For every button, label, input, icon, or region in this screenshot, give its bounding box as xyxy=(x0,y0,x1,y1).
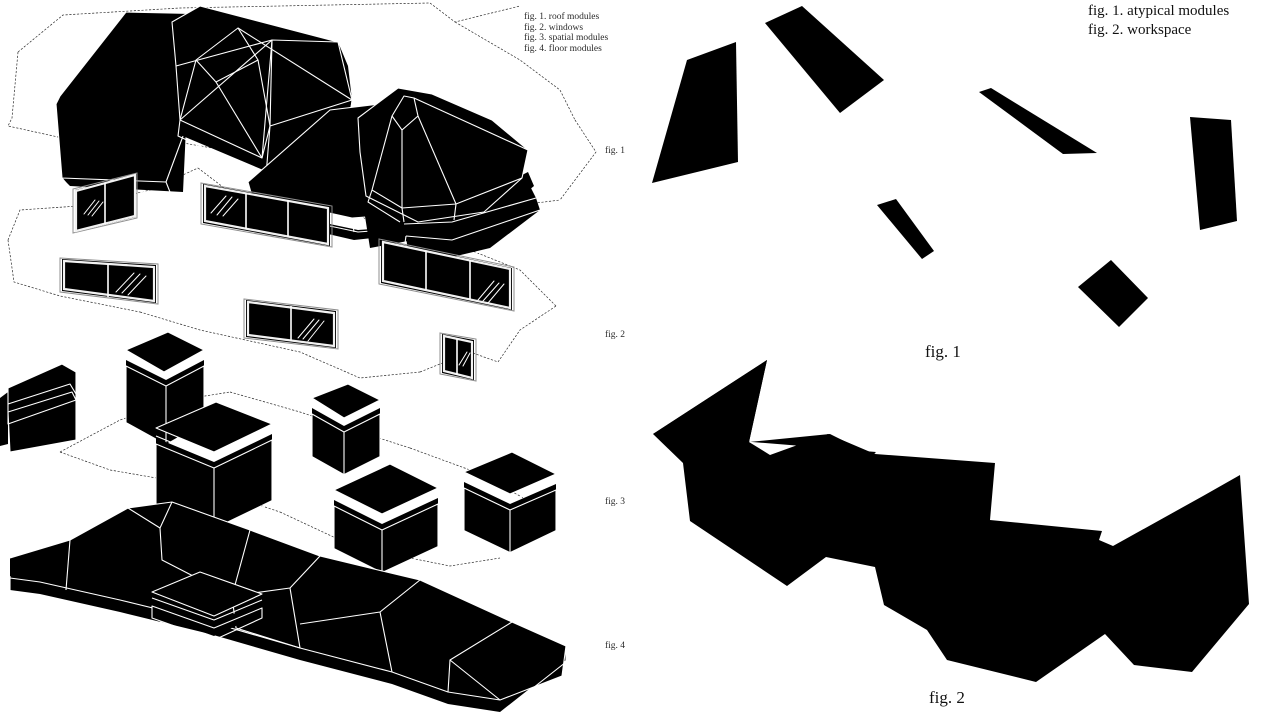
spatial-module-6 xyxy=(463,451,557,555)
glass-glint xyxy=(210,195,239,217)
glass-glint xyxy=(458,351,471,367)
spatial-module-5 xyxy=(333,463,439,575)
fig-tag-windows: fig. 2 xyxy=(605,330,626,340)
fig-tag-roof-modules: fig. 1 xyxy=(605,146,626,156)
window-module-4 xyxy=(378,238,515,312)
legend-left-line-1: fig. 1. roof modules xyxy=(524,12,600,22)
roof-module-4 xyxy=(357,87,541,259)
glass-glint xyxy=(297,318,325,342)
workspace-plan xyxy=(653,360,1249,682)
spatial-module-3 xyxy=(155,401,273,531)
atypical-module-4 xyxy=(1190,117,1237,230)
legend-right-line-2: fig. 2. workspace xyxy=(1088,22,1192,38)
atypical-module-1 xyxy=(652,42,738,183)
fig-tag-spatial-modules: fig. 3 xyxy=(605,497,626,507)
fig-caption-atypical-modules: fig. 1 xyxy=(925,342,961,361)
atypical-module-group xyxy=(652,6,1237,327)
legend-right: fig. 1. atypical modules fig. 2. workspa… xyxy=(1088,2,1229,40)
floor-module-raised-slab xyxy=(151,571,263,657)
legend-left-line-3: fig. 3. spatial modules xyxy=(524,33,609,44)
glass-glint xyxy=(115,272,147,296)
atypical-module-6 xyxy=(1078,260,1148,327)
legend-left: fig. 1. roof modules fig. 2. windows fig… xyxy=(524,12,608,54)
legend-left-line-4: fig. 4. floor modules xyxy=(524,43,602,54)
floor-module-group xyxy=(9,501,567,715)
glass-glint xyxy=(83,199,104,217)
window-module-3 xyxy=(59,257,159,305)
window-module-1 xyxy=(72,172,138,234)
legend-right-line-1: fig. 1. atypical modules xyxy=(1088,3,1230,19)
window-module-2 xyxy=(200,182,333,248)
window-module-5 xyxy=(243,298,339,350)
fig-caption-workspace: fig. 2 xyxy=(929,688,965,707)
spatial-module-1 xyxy=(0,363,77,453)
atypical-module-5 xyxy=(877,199,934,259)
glass-glint xyxy=(477,280,505,304)
spatial-module-4 xyxy=(311,383,381,477)
atypical-module-2 xyxy=(765,6,884,113)
fig-tag-floor-modules: fig. 4 xyxy=(605,641,626,651)
atypical-module-3 xyxy=(979,88,1097,154)
legend-left-line-2: fig. 2. windows xyxy=(524,22,584,33)
window-module-6 xyxy=(439,332,477,382)
